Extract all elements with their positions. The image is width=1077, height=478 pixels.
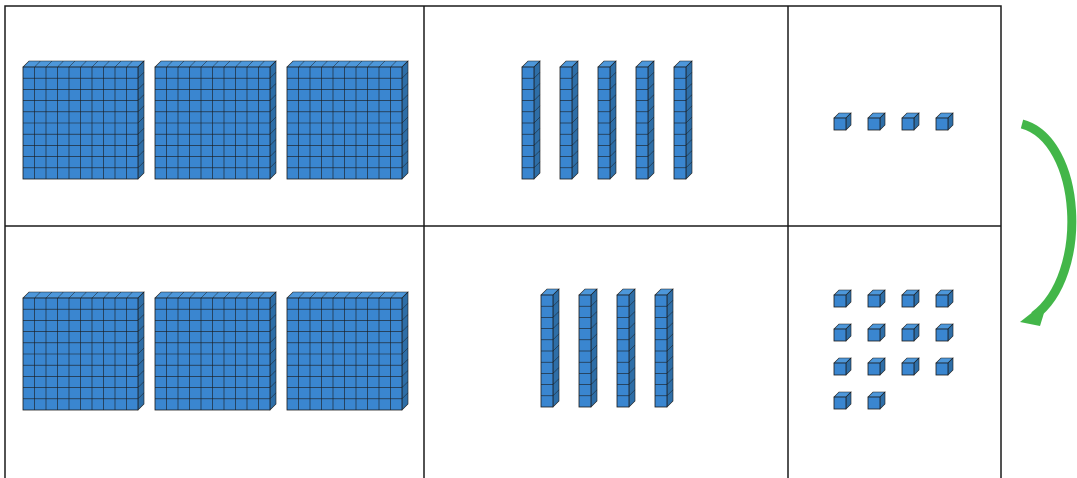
hundred-flat-row-2 xyxy=(23,292,144,410)
cube-front-face xyxy=(868,329,880,341)
unit-cube-row-2 xyxy=(834,392,851,409)
ten-rod-row-1 xyxy=(522,61,540,179)
ten-rod-row-1 xyxy=(674,61,692,179)
hundred-flat-row-1 xyxy=(23,61,144,179)
hundred-flat-row-1 xyxy=(287,61,408,179)
cube-front-face xyxy=(868,295,880,307)
cube-front-face xyxy=(902,118,914,130)
ten-rod-row-1 xyxy=(560,61,578,179)
cube-front-face xyxy=(936,329,948,341)
cube-front-face xyxy=(902,329,914,341)
cube-front-face xyxy=(868,397,880,409)
unit-cube-row-2 xyxy=(902,324,919,341)
exchange-arrow xyxy=(1020,124,1072,326)
unit-cube-row-2 xyxy=(936,324,953,341)
cube-front-face xyxy=(834,363,846,375)
ten-rod-row-2 xyxy=(617,289,635,407)
unit-cube-row-2 xyxy=(868,324,885,341)
cube-front-face xyxy=(902,363,914,375)
unit-cube-row-2 xyxy=(834,358,851,375)
unit-cube-row-2 xyxy=(868,392,885,409)
place-value-table xyxy=(5,6,1001,478)
unit-cube-row-2 xyxy=(936,358,953,375)
cube-front-face xyxy=(868,118,880,130)
cube-front-face xyxy=(936,118,948,130)
cube-front-face xyxy=(834,295,846,307)
table-outline xyxy=(5,6,1001,478)
ten-rod-row-1 xyxy=(636,61,654,179)
curved-arrow-icon xyxy=(1022,124,1072,316)
unit-cube-row-2 xyxy=(936,290,953,307)
unit-cube-row-2 xyxy=(902,290,919,307)
unit-cube-row-1 xyxy=(902,113,919,130)
unit-cube-row-1 xyxy=(868,113,885,130)
unit-cube-row-2 xyxy=(868,358,885,375)
unit-cube-row-2 xyxy=(902,358,919,375)
ten-rod-row-2 xyxy=(541,289,559,407)
ten-rod-row-1 xyxy=(598,61,616,179)
cube-front-face xyxy=(834,329,846,341)
cube-front-face xyxy=(834,397,846,409)
hundred-flat-row-2 xyxy=(287,292,408,410)
hundred-flat-row-1 xyxy=(155,61,276,179)
ten-rod-row-2 xyxy=(655,289,673,407)
unit-cube-row-2 xyxy=(834,324,851,341)
unit-cube-row-2 xyxy=(868,290,885,307)
unit-cube-row-2 xyxy=(834,290,851,307)
ten-rod-row-2 xyxy=(579,289,597,407)
unit-cube-row-1 xyxy=(936,113,953,130)
cube-front-face xyxy=(834,118,846,130)
cube-front-face xyxy=(902,295,914,307)
hundred-flat-row-2 xyxy=(155,292,276,410)
cube-front-face xyxy=(936,295,948,307)
cube-front-face xyxy=(936,363,948,375)
unit-cube-row-1 xyxy=(834,113,851,130)
cube-front-face xyxy=(868,363,880,375)
arrow-head-icon xyxy=(1020,300,1048,326)
base-ten-blocks xyxy=(23,61,953,410)
